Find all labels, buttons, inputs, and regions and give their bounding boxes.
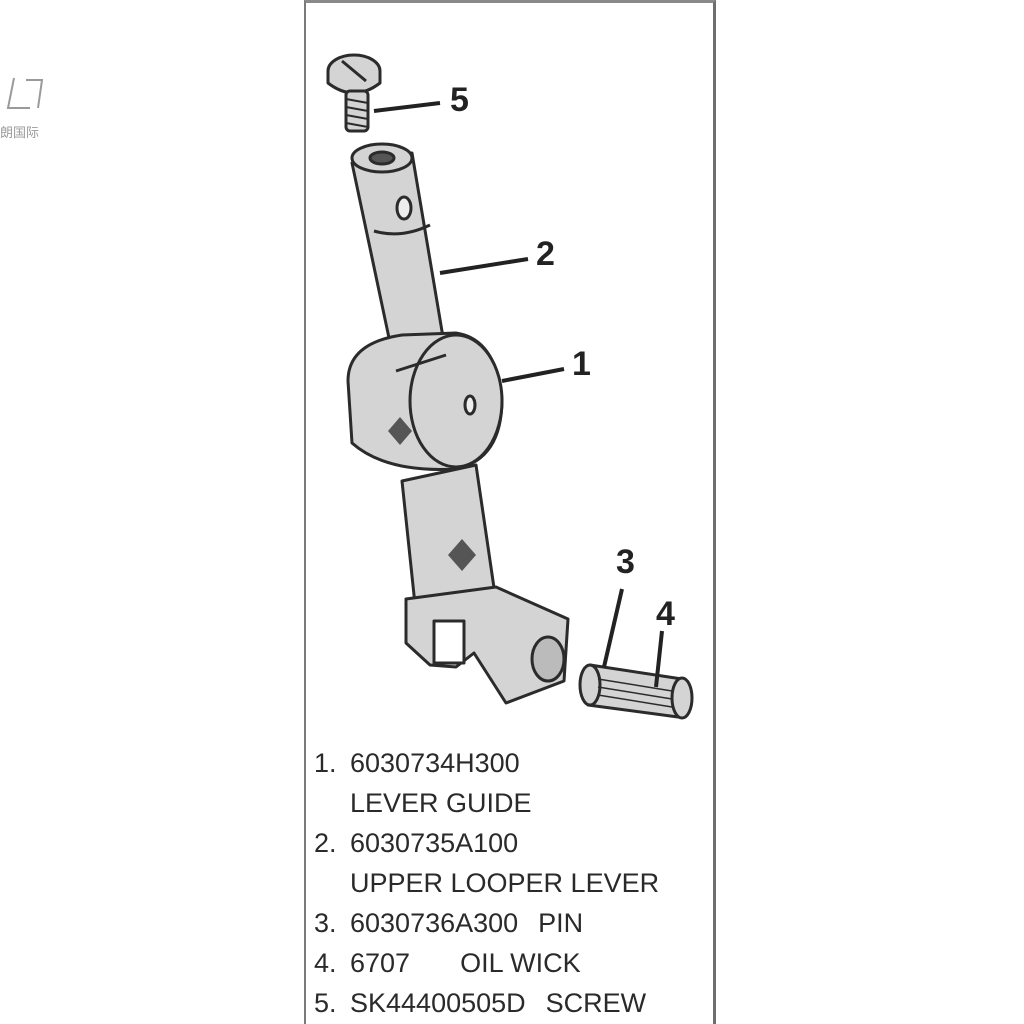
diamond-mark-icon: [388, 417, 476, 571]
parts-diagram-panel: 5 2 1 3 4 1. 6030734H300 LEVER GUIDE 2. 60…: [304, 0, 716, 1024]
part-code: 6030736A300: [350, 908, 519, 938]
part-number: 2.: [314, 828, 337, 858]
lever-guide-part: [346, 331, 570, 705]
part-number: 4.: [314, 948, 337, 978]
callout-5: 5: [450, 81, 469, 119]
parts-list: 1.6030734H300 LEVER GUIDE 2.6030735A100 …: [314, 743, 714, 1023]
part-number: 5.: [314, 988, 337, 1018]
leader-line-5: [373, 101, 441, 113]
screw-part: [326, 53, 382, 133]
leader-line-2: [439, 257, 529, 275]
part-name: SCREW: [545, 988, 647, 1018]
leader-line-4: [654, 630, 664, 688]
part-name: LEVER GUIDE: [350, 788, 532, 818]
watermark-text: 朗国际: [0, 126, 40, 141]
part-row-4: 4. 6707 OIL WICK: [314, 943, 714, 983]
part-row-5: 5. SK44400505D SCREW: [314, 983, 714, 1023]
part-name: UPPER LOOPER LEVER: [350, 868, 660, 898]
part-code: SK44400505D: [350, 988, 526, 1018]
part-number: 3.: [314, 908, 337, 938]
part-code: 6030734H300: [350, 748, 520, 778]
part-name: OIL WICK: [460, 948, 581, 978]
watermark-logo: 朗国际: [0, 72, 60, 142]
callout-4: 4: [656, 595, 675, 633]
part-row-3: 3. 6030736A300 PIN: [314, 903, 714, 943]
callout-1: 1: [572, 345, 591, 383]
part-row-2: 2. 6030735A100: [314, 823, 714, 863]
part-code: 6030735A100: [350, 828, 519, 858]
part-name: PIN: [538, 908, 584, 938]
pin-and-oil-wick-part: [578, 663, 694, 720]
part-row-1: 1. 6030734H300: [314, 743, 714, 783]
part-code: 6707: [350, 948, 411, 978]
part-number: 1.: [314, 748, 337, 778]
leader-lines: [373, 101, 664, 688]
leader-line-3: [602, 588, 624, 668]
leader-line-1: [501, 367, 565, 383]
callout-2: 2: [536, 235, 555, 273]
callout-3: 3: [616, 543, 635, 581]
exploded-parts-diagram: [326, 53, 694, 720]
watermark-mark-icon: [6, 77, 44, 109]
